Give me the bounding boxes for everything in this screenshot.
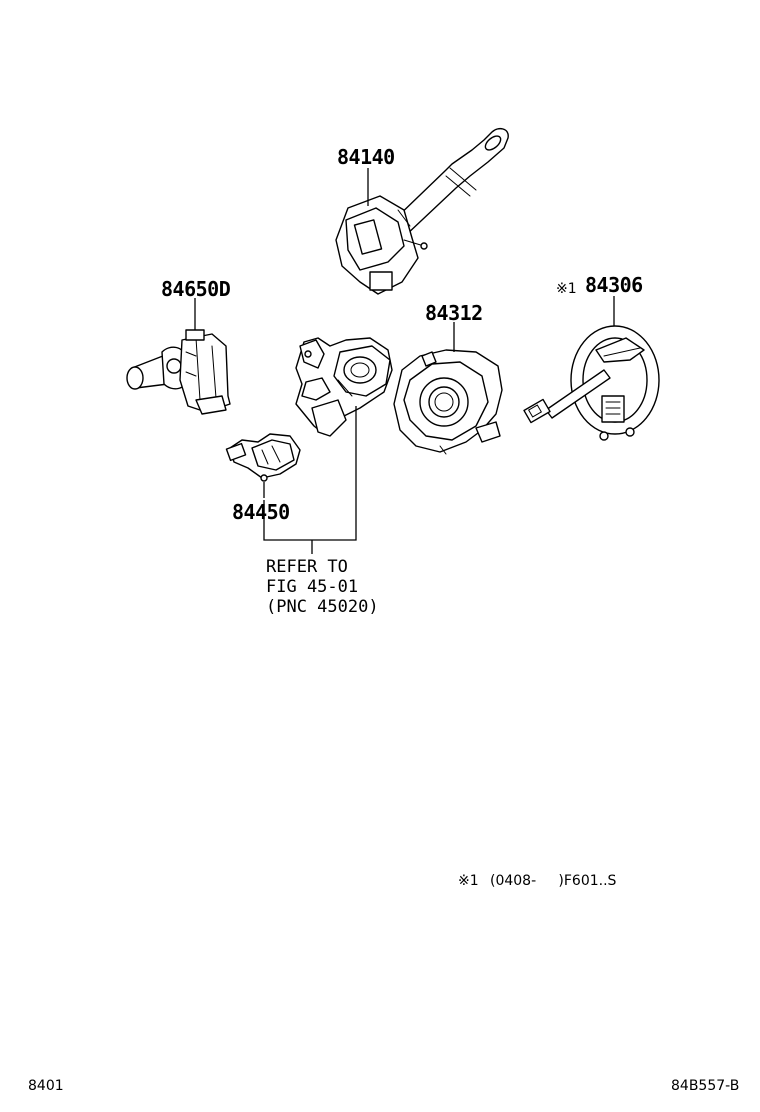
cover-84312-illustration [393, 349, 503, 455]
part-number-84450: 84450 [232, 500, 290, 524]
spiral-cable-84306-illustration [523, 325, 660, 441]
switch-84450-illustration [225, 433, 301, 482]
part-number-84140: 84140 [337, 145, 395, 169]
refer-line-2: FIG 45-01 [266, 577, 358, 597]
part-number-84306: 84306 [585, 273, 643, 297]
refer-line-1: REFER TO [266, 557, 348, 577]
refer-bracket [263, 406, 357, 541]
note-mark-84306: ※1 [556, 281, 577, 297]
footer-left-code: 8401 [28, 1078, 64, 1094]
footnote-mark: ※1 [458, 873, 479, 889]
refer-line-3: (PNC 45020) [266, 597, 379, 617]
switch-84650d-illustration [126, 329, 231, 415]
part-number-84650d: 84650D [161, 277, 231, 301]
ignition-switch-illustration [295, 337, 393, 437]
footer-right-code: 84B557-B [671, 1078, 739, 1094]
footnote-text: (0408- )F601..S [490, 873, 617, 889]
part-number-84312: 84312 [425, 301, 483, 325]
switch-84140-illustration [335, 127, 509, 295]
